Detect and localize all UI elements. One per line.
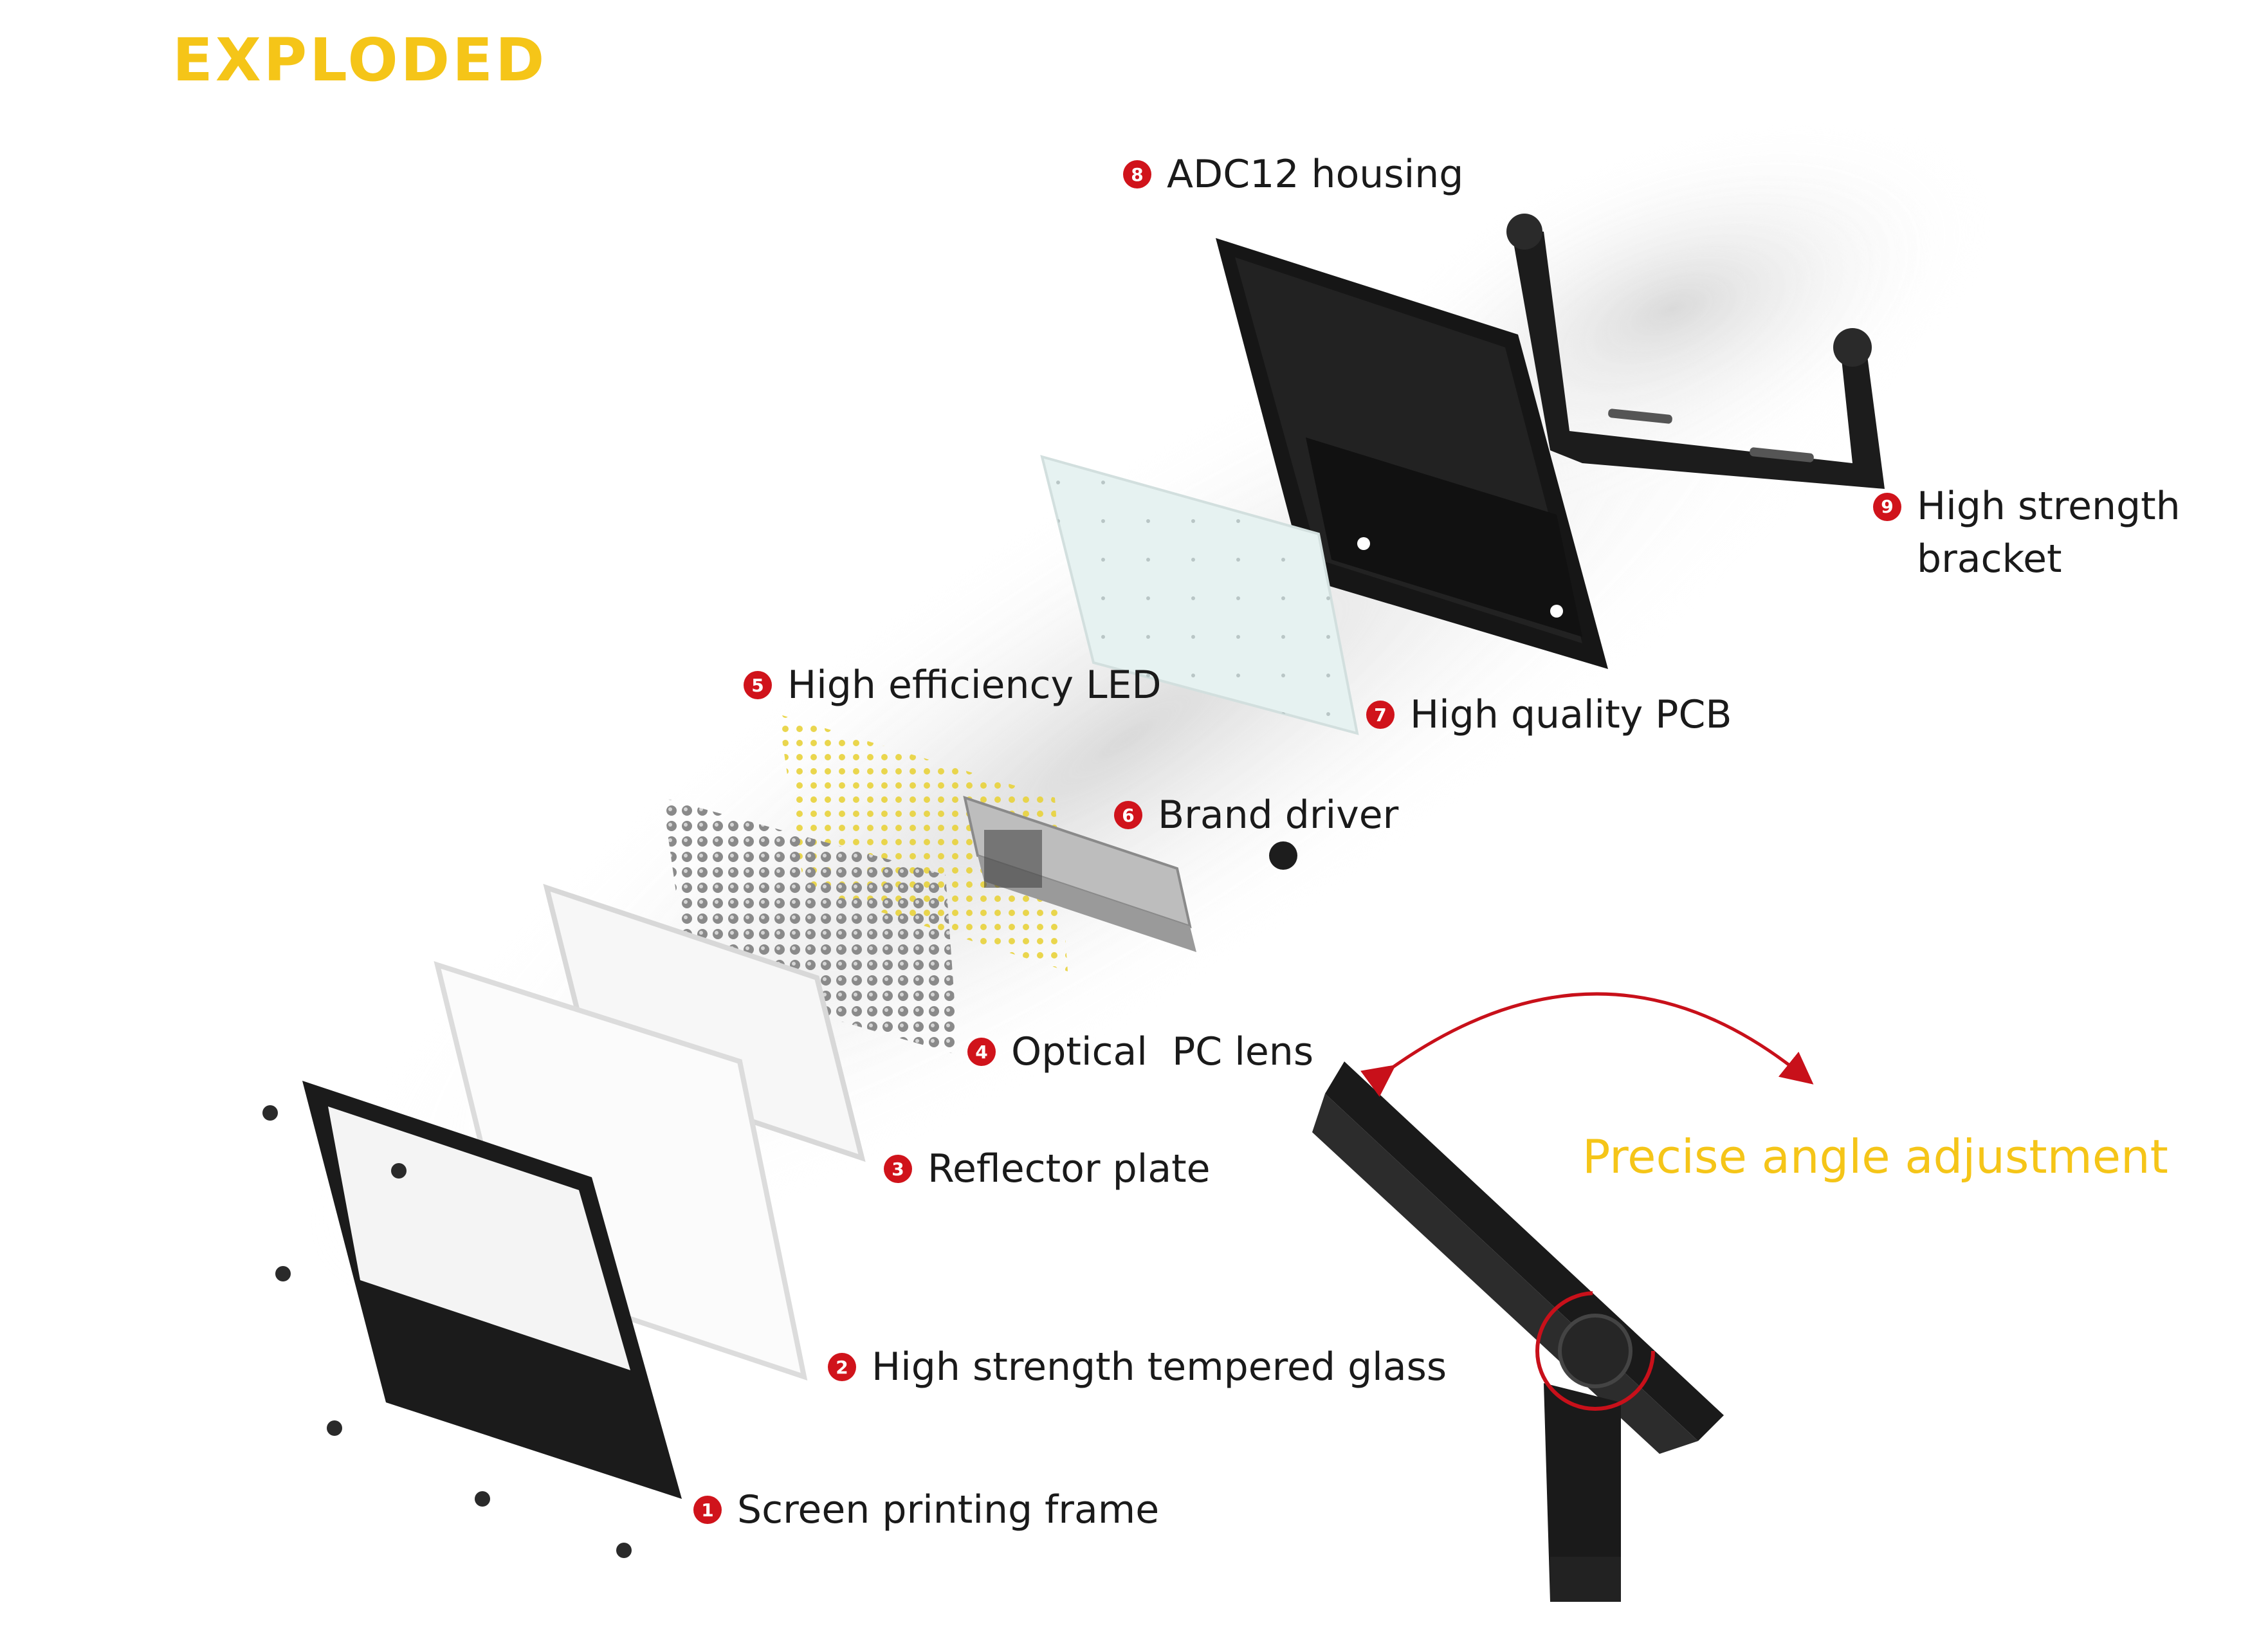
callout-label: High efficiency LED	[787, 663, 1162, 708]
callout-label: Brand driver	[1158, 793, 1399, 838]
bracket-part	[1506, 214, 1885, 489]
callout-number: 9	[1873, 493, 1901, 521]
pcb-part	[1040, 455, 1359, 735]
callout-1: 1 Screen printing frame	[693, 1487, 1159, 1532]
driver-part	[963, 795, 1297, 952]
callout-label: Optical PC lens	[1011, 1029, 1314, 1074]
page-title: EXPLODED	[172, 26, 547, 95]
callout-5: 5 High efficiency LED	[744, 663, 1162, 708]
angle-adjustment-label: Precise angle adjustment	[1582, 1130, 2168, 1184]
callout-number: 6	[1114, 801, 1142, 829]
callout-label: High strength bracket	[1917, 484, 2181, 582]
callout-label: Reflector plate	[928, 1146, 1211, 1191]
callout-3: 3 Reflector plate	[884, 1146, 1211, 1191]
led-part	[778, 714, 1068, 971]
callout-9: 9 High strength bracket	[1873, 480, 2208, 585]
callout-number: 8	[1123, 160, 1151, 188]
callout-label: ADC12 housing	[1167, 152, 1464, 197]
callout-7: 7 High quality PCB	[1366, 692, 1732, 737]
callout-number: 2	[828, 1353, 856, 1381]
callout-label: High strength tempered glass	[872, 1345, 1447, 1390]
callout-6: 6 Brand driver	[1114, 793, 1398, 838]
angle-adjustment-figure	[1312, 992, 1814, 1602]
callout-8: 8 ADC12 housing	[1123, 152, 1463, 197]
callout-2: 2 High strength tempered glass	[828, 1345, 1447, 1390]
callout-number: 3	[884, 1155, 912, 1183]
callout-number: 5	[744, 671, 772, 699]
callout-label: High quality PCB	[1410, 692, 1732, 737]
frame-part	[262, 1081, 682, 1558]
callout-number: 4	[967, 1038, 996, 1066]
callout-4: 4 Optical PC lens	[967, 1029, 1313, 1074]
callout-number: 7	[1366, 701, 1395, 729]
callout-number: 1	[693, 1496, 722, 1524]
callout-label: Screen printing frame	[737, 1487, 1160, 1532]
